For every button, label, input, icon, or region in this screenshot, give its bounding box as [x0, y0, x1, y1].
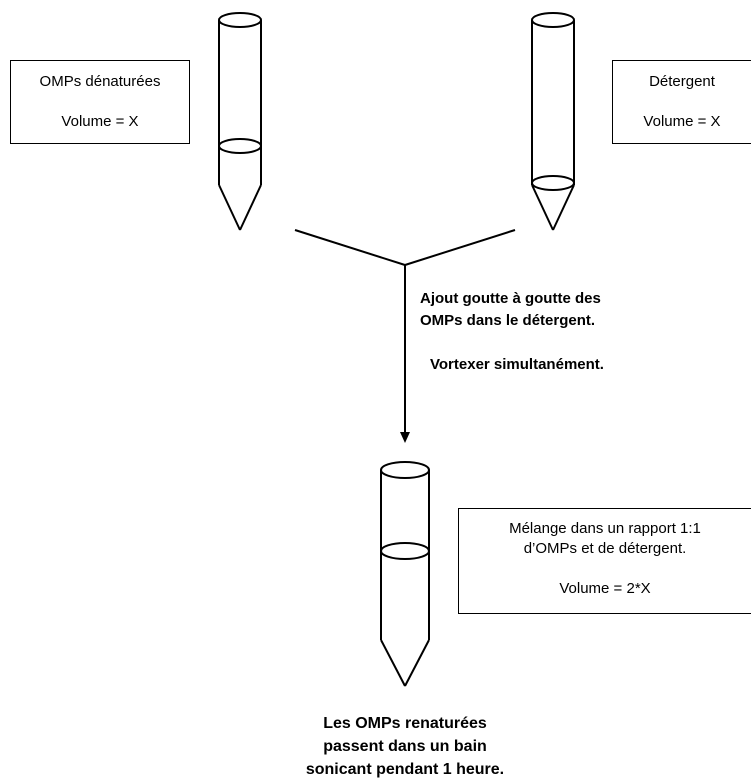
tube-omps-denatured	[218, 12, 262, 231]
mixture-box: Mélange dans un rapport 1:1 d’OMPs et de…	[458, 508, 751, 614]
mixture-line-2: d’OMPs et de détergent.	[523, 540, 687, 557]
footer-line-3: sonicant pendant 1 heure.	[305, 761, 505, 778]
mixture-line-1: Mélange dans un rapport 1:1	[509, 520, 701, 537]
step-line-3: Vortexer simultanément.	[430, 356, 604, 373]
tube-detergent	[531, 12, 575, 231]
mixture-volume: Volume = 2*X	[559, 580, 651, 597]
footer-line-2: passent dans un bain	[323, 738, 487, 755]
detergent-volume: Volume = X	[643, 113, 721, 130]
step-line-1: Ajout goutte à goutte des	[420, 290, 601, 307]
omps-denatured-box: OMPs dénaturées Volume = X	[10, 60, 190, 144]
detergent-box: Détergent Volume = X	[612, 60, 751, 144]
footer-instructions: Les OMPs renaturées passent dans un bain…	[260, 712, 550, 781]
omps-denatured-title: OMPs dénaturées	[39, 73, 161, 90]
detergent-title: Détergent	[649, 73, 715, 90]
tube-mixture	[380, 461, 430, 687]
down-arrow-icon	[400, 265, 410, 443]
merge-lines	[294, 229, 516, 266]
omps-denatured-volume: Volume = X	[61, 113, 139, 130]
footer-line-1: Les OMPs renaturées	[323, 715, 487, 732]
step-instructions: Ajout goutte à goutte des OMPs dans le d…	[420, 288, 650, 376]
step-line-2: OMPs dans le détergent.	[420, 312, 596, 329]
